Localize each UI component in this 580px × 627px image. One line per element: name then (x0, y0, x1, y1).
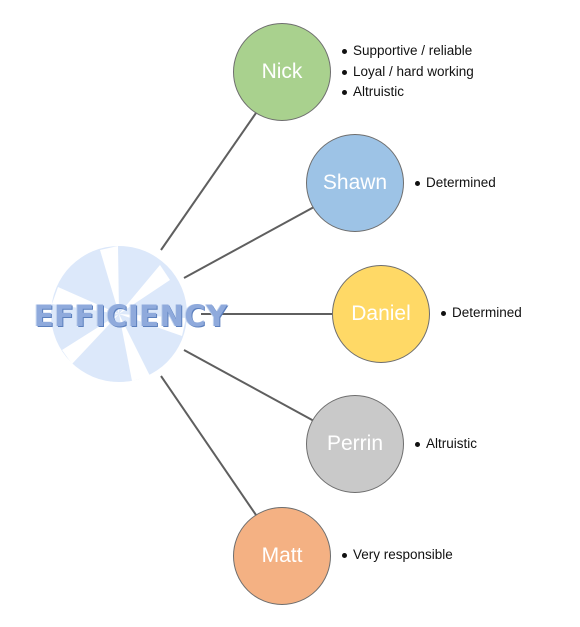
trait-item: Very responsible (341, 545, 453, 566)
connector-line-shawn (183, 206, 315, 279)
traits-list-matt: Very responsible (341, 545, 453, 566)
person-node-nick: Nick (233, 23, 331, 121)
person-name-shawn: Shawn (322, 171, 388, 194)
connector-line-nick (160, 112, 257, 251)
traits-list-daniel: Determined (440, 303, 522, 324)
person-node-matt: Matt (233, 507, 331, 605)
person-node-shawn: Shawn (306, 134, 404, 232)
traits-list-shawn: Determined (414, 173, 496, 194)
person-name-matt: Matt (261, 544, 303, 567)
person-name-perrin: Perrin (326, 432, 384, 455)
trait-item: Determined (414, 173, 496, 194)
trait-item: Loyal / hard working (341, 62, 474, 83)
person-name-nick: Nick (261, 60, 303, 83)
camera-aperture-icon (51, 246, 187, 382)
connector-line-perrin (183, 349, 315, 422)
traits-list-nick: Supportive / reliable Loyal / hard worki… (341, 41, 474, 103)
center-title: EFFICIENCY (34, 299, 228, 333)
traits-list-perrin: Altruistic (414, 434, 477, 455)
trait-item: Altruistic (341, 82, 474, 103)
trait-item: Determined (440, 303, 522, 324)
connector-line-matt (160, 375, 257, 516)
trait-item: Supportive / reliable (341, 41, 474, 62)
person-name-daniel: Daniel (351, 302, 411, 325)
person-node-daniel: Daniel (332, 265, 430, 363)
person-node-perrin: Perrin (306, 395, 404, 493)
trait-item: Altruistic (414, 434, 477, 455)
